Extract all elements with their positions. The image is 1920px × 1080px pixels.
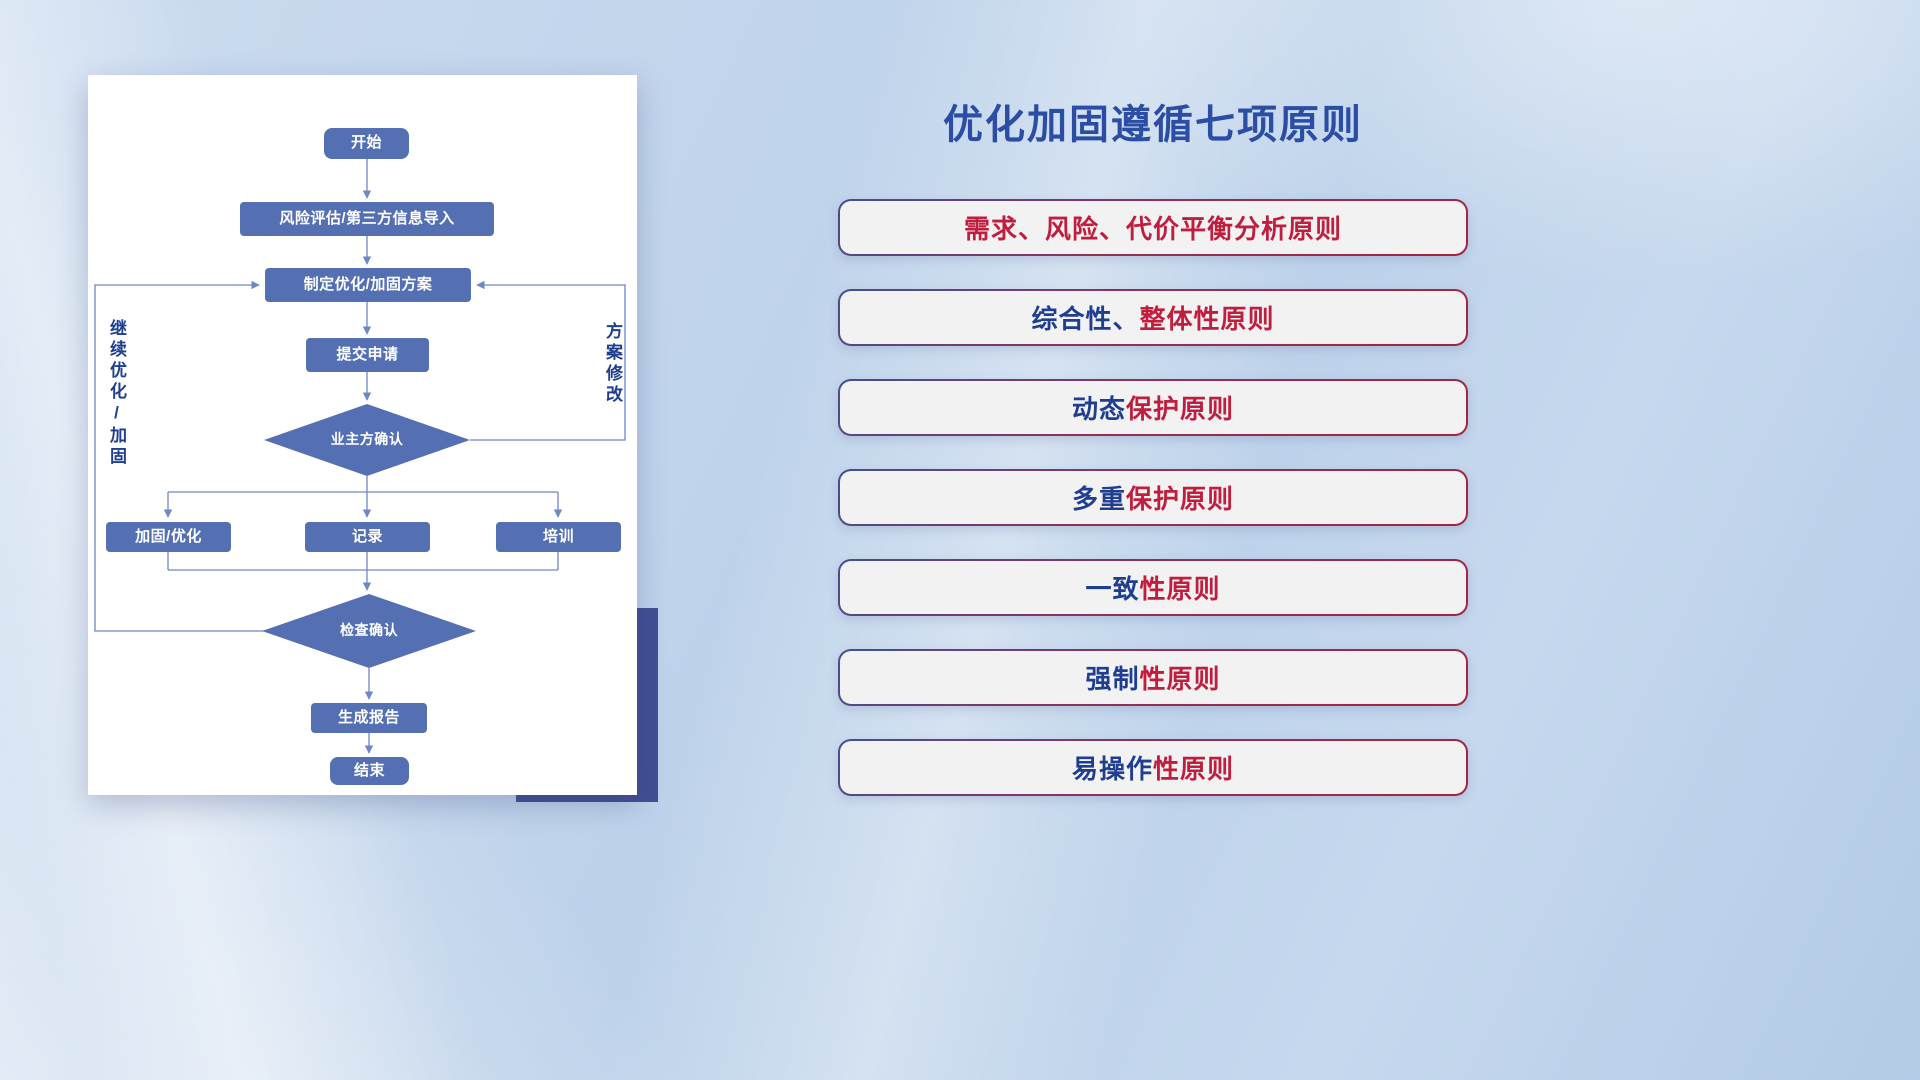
principle-text-segment: 性原则 — [1139, 574, 1221, 604]
principle-pill: 需求、风险、代价平衡分析原则 — [838, 199, 1468, 256]
principle-text-segment: 保护原则 — [1126, 394, 1235, 424]
principle-text-segment: 一致 — [1085, 574, 1140, 604]
flow-node-risk-assessment: 风险评估/第三方信息导入 — [240, 202, 494, 236]
principle-label: 动态保护原则 — [840, 381, 1466, 434]
flow-node-submit-application: 提交申请 — [306, 338, 429, 372]
principle-text-segment: 综合性、 — [1031, 304, 1140, 334]
principle-pill: 多重保护原则 — [838, 469, 1468, 526]
principle-label: 多重保护原则 — [840, 471, 1466, 524]
principle-label: 需求、风险、代价平衡分析原则 — [840, 201, 1466, 254]
principle-pill: 综合性、整体性原则 — [838, 289, 1468, 346]
principle-label: 综合性、整体性原则 — [840, 291, 1466, 344]
principle-pill: 动态保护原则 — [838, 379, 1468, 436]
principle-text-segment: 性原则 — [1139, 664, 1221, 694]
principle-text-segment: 保护原则 — [1126, 484, 1235, 514]
flow-label-plan-modify: 方案修改 — [603, 322, 622, 406]
principle-label: 强制性原则 — [840, 651, 1466, 704]
flow-node-end: 结束 — [330, 757, 409, 785]
principle-pill: 易操作性原则 — [838, 739, 1468, 796]
principle-text-segment: 强制 — [1085, 664, 1140, 694]
flow-node-training: 培训 — [496, 522, 621, 552]
principle-text-segment: 多重 — [1071, 484, 1126, 514]
principle-text-segment: 易操作 — [1071, 754, 1153, 784]
flow-node-record: 记录 — [305, 522, 430, 552]
principle-text-segment: 需求、风险、代价平衡分析原则 — [963, 214, 1342, 244]
page-title: 优化加固遵循七项原则 — [943, 103, 1363, 147]
principle-pill: 一致性原则 — [838, 559, 1468, 616]
principle-label: 一致性原则 — [840, 561, 1466, 614]
principle-text-segment: 整体性原则 — [1139, 304, 1275, 334]
flowchart-connectors — [94, 159, 626, 754]
flow-node-start: 开始 — [324, 128, 409, 159]
principle-text-segment: 动态 — [1071, 394, 1126, 424]
principle-text-segment: 性原则 — [1153, 754, 1235, 784]
principles-list: 需求、风险、代价平衡分析原则 综合性、整体性原则 动态保护原则 多重保护原则 一… — [838, 199, 1468, 829]
principle-pill: 强制性原则 — [838, 649, 1468, 706]
principle-label: 易操作性原则 — [840, 741, 1466, 794]
flow-label-continue-optimize: 继续优化/加固 — [107, 319, 126, 468]
flow-node-reinforce-optimize: 加固/优化 — [106, 522, 231, 552]
flow-node-make-plan: 制定优化/加固方案 — [265, 268, 471, 302]
flowchart-card: 开始 风险评估/第三方信息导入 制定优化/加固方案 提交申请 业主方确认 加固/… — [88, 75, 637, 795]
flow-node-generate-report: 生成报告 — [311, 703, 427, 733]
